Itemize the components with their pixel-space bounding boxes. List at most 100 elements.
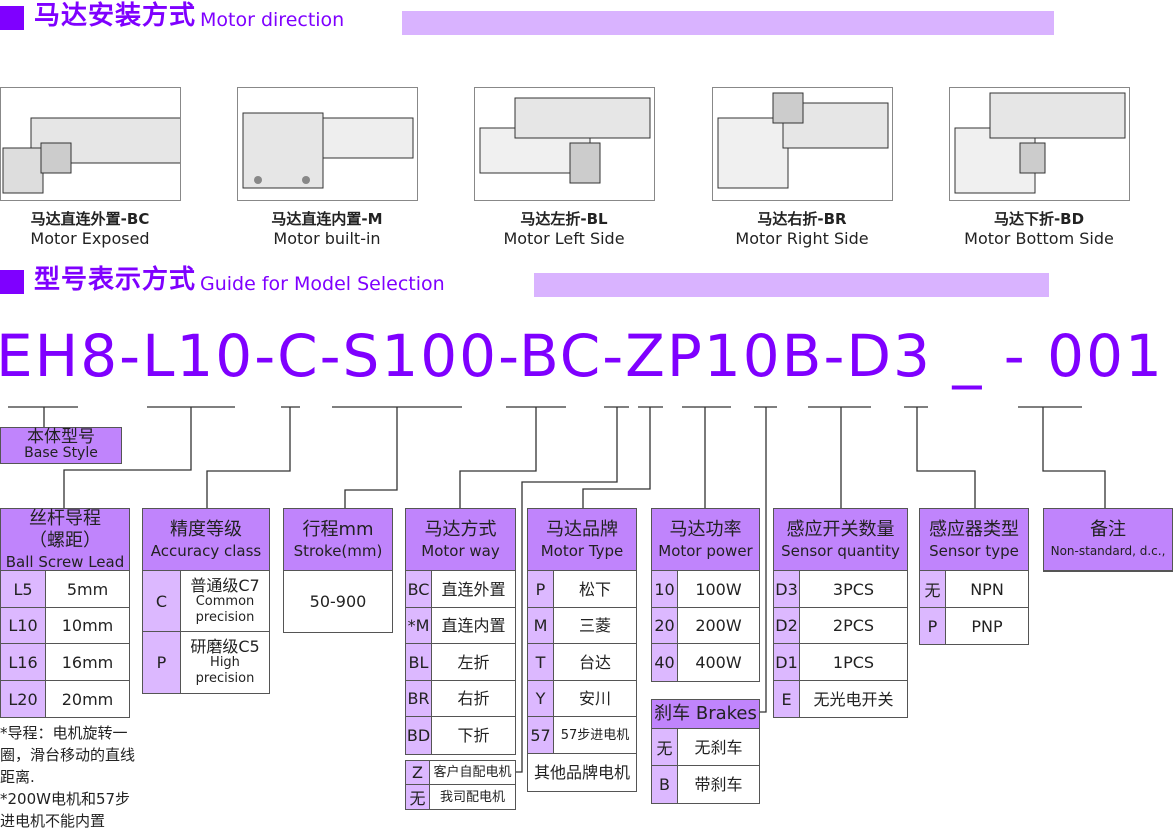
option-code: BC: [406, 571, 432, 607]
option-label: 16mm: [61, 652, 114, 672]
option-code: 无: [920, 571, 946, 607]
table-row: 其他品牌电机: [528, 754, 636, 791]
option-label: 安川: [578, 689, 611, 708]
header-zh: 马达品牌: [546, 518, 618, 540]
header-zh: 感应开关数量: [786, 518, 895, 540]
option-code: BL: [406, 644, 432, 680]
option-code: BD: [406, 717, 432, 754]
option-label: 无光电开关: [813, 689, 894, 709]
option-value: 客户自配电机: [430, 761, 515, 784]
header-en: Sensor type: [929, 541, 1019, 560]
table-row: E 无光电开关: [774, 681, 907, 717]
option-value: 57步进电机: [554, 717, 636, 753]
option-desc: Common precision: [195, 593, 255, 625]
header-zh: 马达功率: [669, 518, 742, 540]
option-value: PNP: [946, 608, 1028, 644]
bullet-square-icon: [0, 270, 24, 294]
option-label: 200W: [695, 616, 742, 635]
option-value: 50-900: [284, 571, 392, 632]
section-title-zh: 型号表示方式: [34, 265, 197, 295]
option-label: 台达: [578, 652, 611, 672]
section-title-en: Guide for Model Selection: [200, 273, 445, 295]
header-en: Motor way: [421, 541, 500, 560]
option-value: 400W: [678, 644, 759, 681]
option-label: 直连内置: [441, 616, 506, 635]
motor-image: [949, 87, 1130, 201]
option-value: 无刹车: [678, 729, 759, 765]
header-zh: 丝杆导程 （螺距）: [29, 507, 101, 551]
option-code: D1: [774, 644, 800, 680]
option-code: L16: [1, 644, 46, 680]
base-style-box: 本体型号 Base Style: [0, 427, 122, 464]
section-bar: [402, 11, 1054, 35]
header-en: Sensor quantity: [781, 541, 900, 560]
option-value: 安川: [554, 681, 636, 716]
table-row: L16 16mm: [1, 644, 129, 681]
option-label: 我司配电机: [439, 789, 505, 805]
option-code: B: [652, 766, 678, 803]
option-label: 无刹车: [694, 737, 743, 757]
table-row: 无我司配电机: [406, 785, 515, 809]
option-value: 左折: [432, 644, 515, 680]
header-zh: 备注: [1090, 518, 1126, 540]
option-label: 松下: [578, 579, 611, 599]
option-code: 57: [528, 717, 554, 753]
option-label: 400W: [695, 653, 742, 672]
option-label: 5mm: [66, 579, 109, 599]
option-desc: High precision: [195, 655, 255, 686]
option-code: P: [528, 571, 554, 607]
caption-en: Motor Exposed: [30, 229, 150, 248]
option-value: 1PCS: [800, 644, 907, 680]
table-header: 丝杆导程 （螺距）Ball Screw Lead: [1, 507, 129, 571]
option-code: E: [774, 681, 800, 717]
table-row: BL 左折: [406, 644, 515, 681]
caption-en: Motor Right Side: [735, 229, 869, 248]
option-code: 无: [652, 729, 678, 765]
option-label: 带刹车: [694, 775, 743, 794]
caption-zh: 马达直连外置-BC: [30, 210, 150, 228]
header-en: Motor Type: [540, 541, 624, 560]
notes: *导程：电机旋转一圈，滑台移动的直线距离. *200W电机和57步进电机不能内置: [0, 722, 140, 832]
option-value: 16mm: [46, 644, 129, 680]
option-label: 3PCS: [832, 579, 875, 599]
option-code: M: [528, 608, 554, 643]
option-code: C: [143, 571, 181, 631]
option-label: 57步进电机: [560, 727, 630, 743]
option-label: 20mm: [61, 689, 114, 709]
option-value: 直连外置: [432, 571, 515, 607]
option-label: 10mm: [61, 616, 114, 635]
table-header: 刹车 Brakes: [652, 700, 759, 729]
option-label: 研磨级C5: [190, 637, 260, 656]
option-label: PNP: [971, 616, 1003, 636]
option-label: 左折: [457, 652, 490, 672]
note-motor: *200W电机和57步进电机不能内置: [0, 790, 131, 830]
base-style-zh: 本体型号: [27, 427, 95, 447]
option-value: 2PCS: [800, 608, 907, 643]
section-bar: [534, 273, 1049, 297]
option-value: 松下: [554, 571, 636, 607]
option-code: P: [920, 608, 946, 644]
option-value: 10mm: [46, 608, 129, 643]
